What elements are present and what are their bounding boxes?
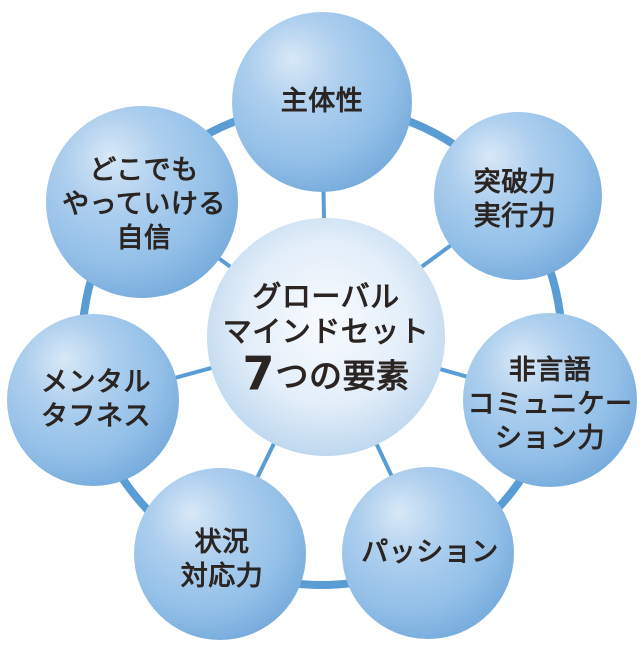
- node-label-line: メンタル: [41, 367, 151, 398]
- node-label-shutaisei: 主体性: [281, 85, 364, 119]
- node-label-toppa-jikkou: 突破力 実行力: [474, 166, 557, 234]
- center-label-line: マインドセット: [222, 314, 430, 349]
- center-label-emphasis-line: 7つの要素: [223, 350, 430, 401]
- node-label-dokodemo-jishin: どこでも やっていける 自信: [62, 154, 226, 256]
- node-circle-toppa-jikkou: [434, 112, 602, 280]
- node-label-line: 非言語: [508, 355, 592, 386]
- node-circle-joukyou-taiou: [134, 468, 306, 640]
- node-label-higengo-communication: 非言語 コミュニケー ション力: [468, 354, 633, 456]
- node-label-line: 突破力: [473, 167, 557, 198]
- center-label: グローバル マインドセット 7つの要素: [223, 280, 430, 401]
- node-circle-dokodemo-jishin: [46, 106, 238, 298]
- node-label-line: 対応力: [180, 561, 264, 592]
- node-label-line: コミュニケー: [467, 389, 633, 420]
- node-label-line: 自信: [116, 223, 172, 254]
- node-circle-passion: [342, 467, 514, 639]
- node-label-mental-toughness: メンタル タフネス: [41, 366, 151, 434]
- center-label-line: グローバル: [252, 279, 400, 314]
- node-label-line: パッション: [361, 537, 499, 568]
- center-circle: [207, 218, 445, 456]
- node-label-line: 実行力: [473, 201, 557, 232]
- node-label-line: 主体性: [280, 86, 364, 117]
- center-emphasis-number: 7: [242, 346, 276, 401]
- node-label-line: ション力: [495, 423, 605, 454]
- node-label-passion: パッション: [361, 536, 499, 570]
- node-label-line: やっていける: [62, 189, 226, 220]
- node-circle-higengo-communication: [463, 313, 637, 487]
- node-label-line: タフネス: [41, 401, 151, 432]
- center-emphasis-suffix: つの要素: [275, 356, 410, 396]
- node-label-joukyou-taiou: 状況 対応力: [181, 526, 264, 594]
- node-label-line: どこでも: [89, 155, 199, 186]
- node-label-line: 状況: [194, 527, 250, 558]
- node-circle-shutaisei: [232, 12, 412, 192]
- node-circle-mental-toughness: [7, 314, 179, 486]
